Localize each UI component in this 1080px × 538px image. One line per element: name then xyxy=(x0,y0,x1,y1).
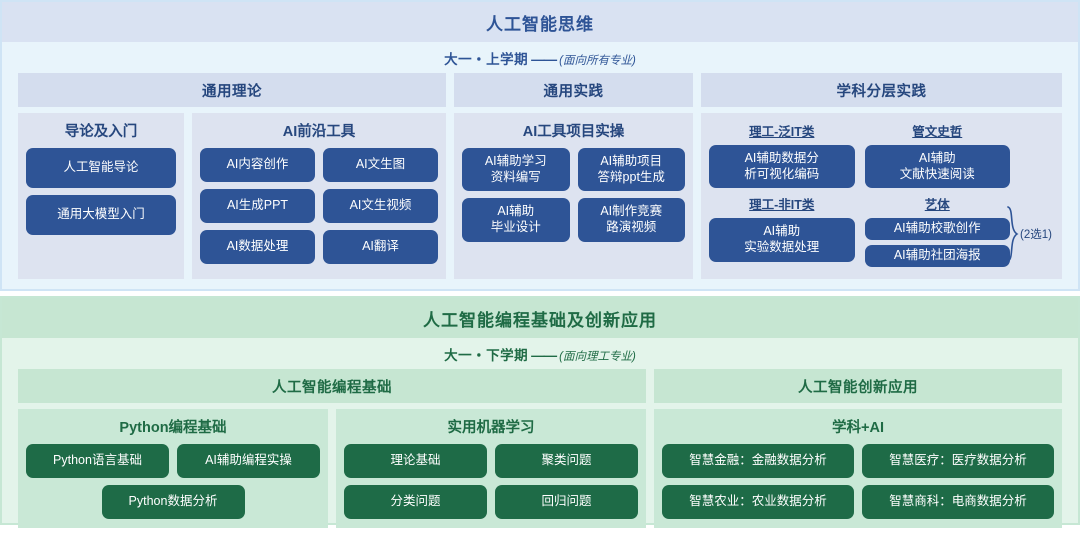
semester-2-term: 大一・下学期 xyxy=(444,348,529,363)
course-chip[interactable]: AI辅助社团海报 xyxy=(864,244,1010,267)
column-head-ai-programming-basics: 人工智能编程基础 xyxy=(18,369,646,403)
course-chip[interactable]: AI内容创作 xyxy=(200,148,315,182)
course-chip[interactable]: AI辅助 文献快速阅读 xyxy=(864,145,1010,189)
course-chip[interactable]: AI辅助学习 资料编写 xyxy=(462,148,570,192)
column-ai-programming-basics: 人工智能编程基础 Python编程基础 Python语言基础 AI辅助编程实操 … xyxy=(18,369,646,528)
semester-1-dash: —— xyxy=(531,52,557,67)
column-head-ai-innovation-apps: 人工智能创新应用 xyxy=(654,369,1062,403)
semester-1-term: 大一・上学期 xyxy=(444,52,529,67)
semester-2-course-title: 人工智能编程基础及创新应用 xyxy=(2,298,1078,338)
group-intro: 导论及入门 人工智能导论 通用大模型入门 xyxy=(18,113,184,279)
group-discipline-layers: 理工-泛IT类 AI辅助数据分 析可视化编码 理工-非IT类 AI辅助 实验数据… xyxy=(701,113,1062,279)
group-title-practical-ml: 实用机器学习 xyxy=(447,420,535,436)
column-discipline-practice: 学科分层实践 理工-泛IT类 AI辅助数据分 析可视化编码 理工-非IT类 xyxy=(701,73,1062,279)
course-chip[interactable]: AI文生视频 xyxy=(323,189,438,223)
group-practical-ml: 实用机器学习 理论基础 聚类问题 分类问题 回归问题 xyxy=(336,409,646,528)
column-head-general-practice: 通用实践 xyxy=(454,73,693,107)
course-chip[interactable]: AI辅助 实验数据处理 xyxy=(709,218,855,262)
semester-1-course-title: 人工智能思维 xyxy=(2,2,1078,42)
course-chip[interactable]: 回归问题 xyxy=(495,485,638,519)
course-chip[interactable]: 分类问题 xyxy=(344,485,487,519)
course-chip[interactable]: AI制作竞赛 路演视频 xyxy=(577,198,685,242)
course-chip[interactable]: AI辅助 毕业设计 xyxy=(462,198,570,242)
course-chip[interactable]: 智慧医疗：医疗数据分析 xyxy=(862,444,1054,478)
course-chip[interactable]: 智慧农业：农业数据分析 xyxy=(662,485,854,519)
course-chip[interactable]: AI文生图 xyxy=(323,148,438,182)
course-chip[interactable]: 智慧商科：电商数据分析 xyxy=(862,485,1054,519)
group-title-ai-tool-projects: AI工具项目实操 xyxy=(522,124,625,140)
group-title-ai-frontier-tools: AI前沿工具 xyxy=(282,124,356,140)
column-general-practice: 通用实践 AI工具项目实操 AI辅助学习 资料编写 AI辅助项目 答辩ppt生成… xyxy=(454,73,693,279)
sub-label-it: 理工-泛IT类 xyxy=(749,125,815,139)
semester-2-columns: 人工智能编程基础 Python编程基础 Python语言基础 AI辅助编程实操 … xyxy=(2,369,1078,538)
choose-one-annotation: (2选1) xyxy=(1006,205,1052,263)
course-chip[interactable]: AI辅助校歌创作 xyxy=(864,218,1010,240)
semester-2-block: 人工智能编程基础及创新应用 大一・下学期——(面向理工专业) 人工智能编程基础 … xyxy=(0,296,1080,528)
group-title-python-basics: Python编程基础 xyxy=(119,420,227,436)
column-head-discipline-practice: 学科分层实践 xyxy=(701,73,1062,107)
sub-label-humanities: 管文史哲 xyxy=(912,125,963,139)
group-discipline-plus-ai: 学科+AI 智慧金融：金融数据分析 智慧医疗：医疗数据分析 智慧农业：农业数据分… xyxy=(654,409,1062,528)
semester-1-term-line: 大一・上学期——(面向所有专业) xyxy=(2,42,1078,73)
choose-one-label: (2选1) xyxy=(1020,229,1052,241)
semester-2-audience: (面向理工专业) xyxy=(559,351,636,363)
course-chip[interactable]: 理论基础 xyxy=(344,444,487,478)
course-chip[interactable]: AI辅助数据分 析可视化编码 xyxy=(709,145,855,189)
course-chip[interactable]: Python数据分析 xyxy=(101,485,245,519)
course-chip[interactable]: AI翻译 xyxy=(323,230,438,264)
group-title-intro: 导论及入门 xyxy=(64,124,138,140)
semester-2-dash: —— xyxy=(531,348,557,363)
column-head-general-theory: 通用理论 xyxy=(18,73,446,107)
semester-2-term-line: 大一・下学期——(面向理工专业) xyxy=(2,338,1078,369)
group-ai-tool-projects: AI工具项目实操 AI辅助学习 资料编写 AI辅助项目 答辩ppt生成 AI辅助… xyxy=(454,113,693,279)
course-chip[interactable]: AI辅助编程实操 xyxy=(177,444,320,478)
group-ai-frontier-tools: AI前沿工具 AI内容创作 AI文生图 AI生成PPT AI文生视频 AI数据处… xyxy=(192,113,446,279)
semester-1-block: 人工智能思维 大一・上学期——(面向所有专业) 通用理论 导论及入门 人工智能导… xyxy=(0,0,1080,291)
semester-1-audience: (面向所有专业) xyxy=(559,55,636,67)
layer-column-humanities-arts: 管文史哲 AI辅助 文献快速阅读 艺体 AI辅助校歌创作 AI辅助社团海报 xyxy=(864,120,1055,270)
group-title-discipline-plus-ai: 学科+AI xyxy=(832,420,884,436)
sub-label-nonit: 理工-非IT类 xyxy=(749,198,815,213)
semester-1-columns: 通用理论 导论及入门 人工智能导论 通用大模型入门 AI前沿工具 AI内容创作 xyxy=(2,73,1078,289)
group-python-basics: Python编程基础 Python语言基础 AI辅助编程实操 Python数据分… xyxy=(18,409,328,528)
course-chip[interactable]: AI数据处理 xyxy=(200,230,315,264)
course-chip[interactable]: AI辅助项目 答辩ppt生成 xyxy=(577,148,685,192)
course-chip[interactable]: Python语言基础 xyxy=(26,444,169,478)
layer-column-engineering: 理工-泛IT类 AI辅助数据分 析可视化编码 理工-非IT类 AI辅助 实验数据… xyxy=(709,120,855,270)
course-chip[interactable]: 聚类问题 xyxy=(495,444,638,478)
course-chip[interactable]: 通用大模型入门 xyxy=(26,195,176,235)
course-chip[interactable]: AI生成PPT xyxy=(200,189,315,223)
course-chip[interactable]: 智慧金融：金融数据分析 xyxy=(662,444,854,478)
column-general-theory: 通用理论 导论及入门 人工智能导论 通用大模型入门 AI前沿工具 AI内容创作 xyxy=(18,73,446,279)
sub-label-arts: 艺体 xyxy=(924,198,950,213)
column-ai-innovation-apps: 人工智能创新应用 学科+AI 智慧金融：金融数据分析 智慧医疗：医疗数据分析 智… xyxy=(654,369,1062,528)
course-chip[interactable]: 人工智能导论 xyxy=(26,148,176,188)
